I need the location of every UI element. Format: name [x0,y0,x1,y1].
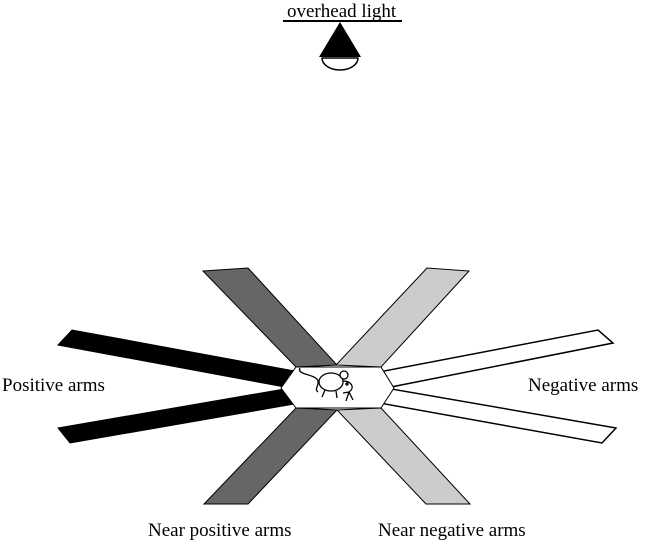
near-negative-arms-label: Near negative arms [378,520,526,541]
mouse-icon [298,367,354,402]
positive-arms-label: Positive arms [2,375,105,396]
near-positive-arm-lower [202,407,339,505]
near-positive-arms-label: Near positive arms [148,520,292,541]
positive-arm-lower [57,387,301,444]
overhead-light-label: overhead light [287,1,397,22]
negative-arm-lower [372,387,618,444]
near-negative-arm-upper [334,267,471,368]
near-negative-arm-lower [335,407,472,505]
lamp-icon [283,20,402,71]
negative-arms-label: Negative arms [528,375,639,396]
near-positive-arm-upper [201,267,339,368]
